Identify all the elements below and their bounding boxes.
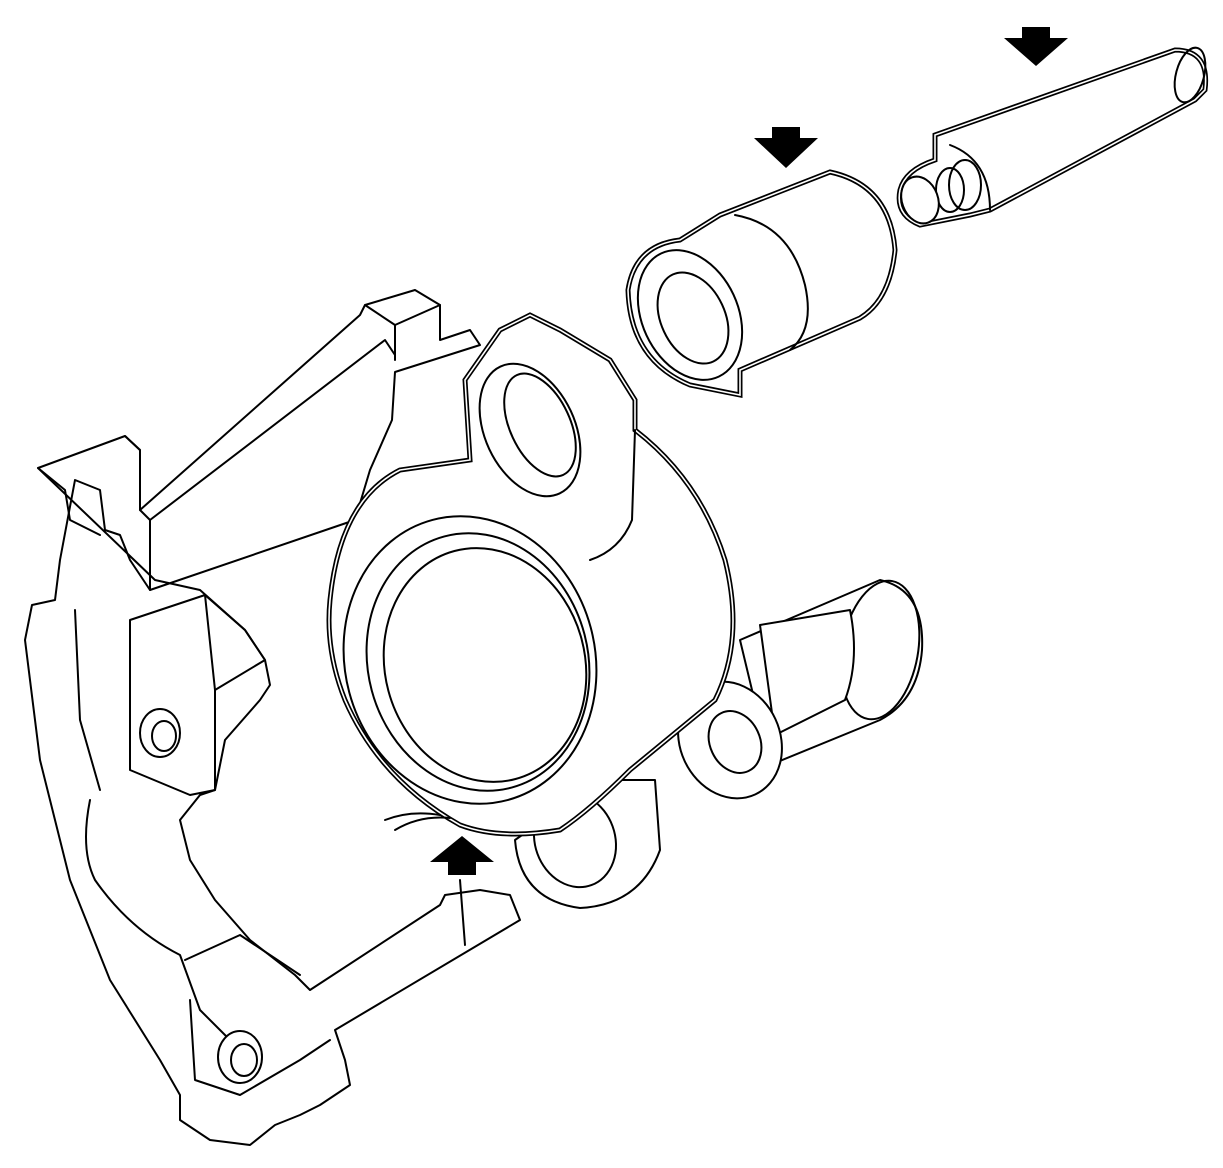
caliper-body xyxy=(326,312,736,946)
pin-bushing xyxy=(625,169,898,399)
caliper-bracket xyxy=(24,289,521,1146)
up-arrow-icon xyxy=(430,836,494,875)
down-arrow-icon xyxy=(754,127,818,168)
down-arrow-icon xyxy=(1004,27,1068,66)
guide-pin xyxy=(896,46,1209,228)
